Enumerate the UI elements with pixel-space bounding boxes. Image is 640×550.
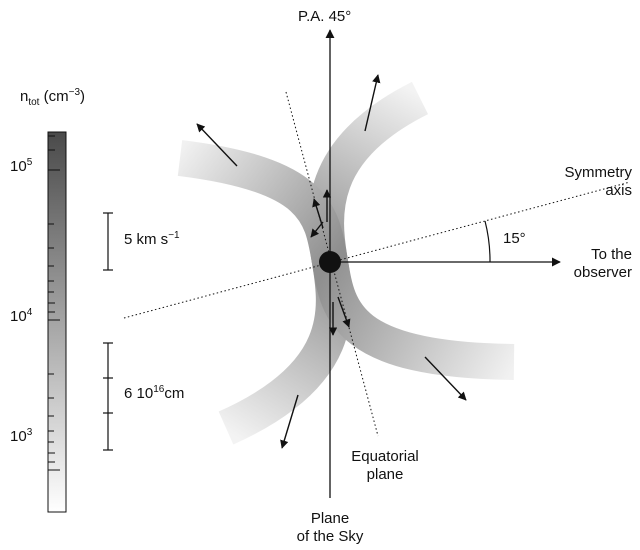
equatorial-plane-label: Equatorial plane [351,448,419,483]
central-star [319,251,341,273]
velocity-arrow-far-lower-left [280,394,299,449]
colorbar-unit-exponent: −3 [68,87,81,98]
plane-of-sky-label: Plane of the Sky [296,510,364,545]
colorbar-unit-close: ) [80,88,86,105]
colorbar-tick-label-1e5: 105 [10,157,33,176]
velocity-scale-bar [103,212,113,271]
inclination-angle-label: 15° [503,230,526,247]
colorbar-ticks [48,135,60,471]
velocity-arrow-far-upper-right [364,74,381,132]
velocity-arrow-far-upper-left [196,123,238,167]
velocity-arrow-far-lower-right [424,356,467,401]
length-scale-bar [103,342,113,451]
lobe-upper-left [177,140,348,266]
equatorial-plane-line [285,91,379,437]
lobe-lower-right [312,259,515,380]
colorbar-var: n [20,88,29,105]
observer-label: To the observer [573,246,632,281]
velocity-scale-label: 5 km s−1 [124,230,180,249]
colorbar-unit: (cm [43,88,69,105]
symmetry-axis [123,181,631,319]
inclination-angle-arc [484,220,491,263]
symmetry-axis-label: Symmetry axis [564,164,633,199]
velocity-arrow-inner-3 [310,221,324,238]
velocity-arrow-inner-5 [337,296,351,328]
colorbar-title: ntot (cm−3) [20,87,86,108]
colorbar-var-subscript: tot [28,97,40,108]
position-angle-label: P.A. 45° [298,8,352,25]
velocity-arrows [196,74,467,449]
colorbar-tick-label-1e3: 103 [10,427,33,446]
density-colorbar [47,131,67,513]
colorbar-tick-label-1e4: 104 [10,307,33,326]
length-scale-label: 6 1016cm [124,384,185,403]
